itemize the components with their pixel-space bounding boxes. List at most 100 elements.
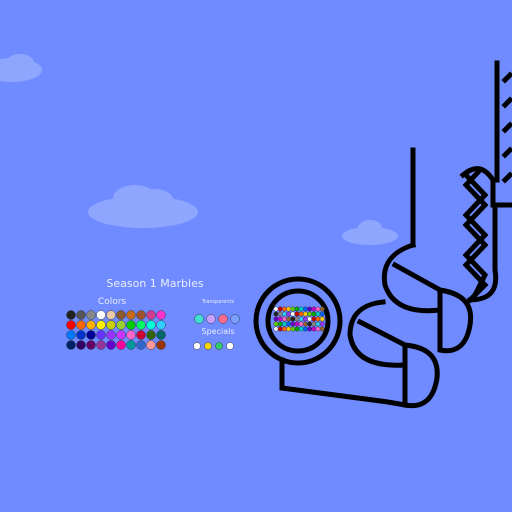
container-marble xyxy=(290,311,296,317)
container-marble xyxy=(307,306,312,312)
transparent-marble-row xyxy=(194,314,240,324)
container-marble xyxy=(273,326,279,332)
special-marble xyxy=(204,342,212,350)
color-marble xyxy=(76,320,86,330)
container-marble xyxy=(290,321,296,327)
color-marble xyxy=(116,320,126,330)
specials-label: Specials xyxy=(201,327,235,336)
container-marble xyxy=(286,311,291,317)
track-curve-top xyxy=(459,166,512,208)
cloud-right xyxy=(342,220,398,245)
color-marble xyxy=(146,340,156,350)
container-marble xyxy=(311,306,317,312)
container-marble xyxy=(311,311,317,317)
color-marble xyxy=(116,330,126,340)
color-marble xyxy=(156,320,166,330)
color-marble xyxy=(96,330,106,340)
container-marble xyxy=(273,311,279,317)
colors-label: Colors xyxy=(97,297,127,307)
track-bowl-lower-right xyxy=(402,342,440,409)
track-bowl-lower xyxy=(347,299,408,368)
container-marble xyxy=(281,321,287,327)
container-marble xyxy=(290,306,296,312)
container-marble xyxy=(281,306,287,312)
container-marble xyxy=(273,316,279,322)
color-marble xyxy=(126,320,136,330)
color-marble xyxy=(76,330,86,340)
color-marble xyxy=(96,320,106,330)
color-marble xyxy=(156,330,166,340)
container-marble xyxy=(294,326,300,332)
container-marble xyxy=(307,321,312,327)
container-marble xyxy=(277,306,283,312)
marble-container-inner xyxy=(265,288,331,354)
container-marble xyxy=(315,306,321,312)
color-marble xyxy=(126,310,136,320)
color-marble xyxy=(146,310,156,320)
container-marble xyxy=(294,316,300,322)
color-marble xyxy=(136,310,146,320)
track-bowl-upper-right xyxy=(437,287,474,354)
color-marble xyxy=(96,340,106,350)
transparent-marble xyxy=(230,314,240,324)
container-marble xyxy=(315,326,321,332)
container-marble xyxy=(281,316,287,322)
container-marble xyxy=(298,316,304,322)
container-marble xyxy=(302,306,308,312)
container-marble xyxy=(286,321,291,327)
color-marble xyxy=(136,340,146,350)
container-marble xyxy=(319,306,325,312)
color-marble xyxy=(106,320,116,330)
container-marble xyxy=(298,326,304,332)
color-marble xyxy=(66,330,76,340)
container-marble xyxy=(290,326,296,332)
cloud-left xyxy=(0,54,42,82)
container-marble xyxy=(286,306,291,312)
color-marble xyxy=(106,340,116,350)
color-marble xyxy=(116,340,126,350)
container-marble xyxy=(294,306,300,312)
container-marble xyxy=(311,316,317,322)
color-marble xyxy=(86,340,96,350)
track-bowl-upper xyxy=(381,241,443,314)
color-marble xyxy=(86,310,96,320)
transparent-marble xyxy=(206,314,216,324)
transparent-marble xyxy=(194,314,204,324)
special-marble-row xyxy=(193,342,234,350)
color-marble xyxy=(156,310,166,320)
marble-container-outer xyxy=(253,276,343,366)
color-marble xyxy=(156,340,166,350)
container-marble xyxy=(281,326,287,332)
special-marble xyxy=(215,342,223,350)
container-marble xyxy=(307,316,312,322)
color-marble xyxy=(66,310,76,320)
color-marble xyxy=(106,330,116,340)
container-marble xyxy=(298,311,304,317)
container-marble xyxy=(302,326,308,332)
special-marble xyxy=(226,342,234,350)
container-marble xyxy=(286,316,291,322)
container-marble xyxy=(302,321,308,327)
color-marble xyxy=(116,310,126,320)
color-marble xyxy=(146,330,156,340)
container-marble xyxy=(315,311,321,317)
container-marble xyxy=(311,321,317,327)
container-marble xyxy=(277,321,283,327)
color-marble xyxy=(66,340,76,350)
container-marble xyxy=(307,311,312,317)
color-marble xyxy=(86,330,96,340)
transparent-marble xyxy=(218,314,228,324)
cloud-middle xyxy=(88,185,198,228)
color-marble xyxy=(86,320,96,330)
container-marble xyxy=(273,306,279,312)
title-text: Season 1 Marbles xyxy=(106,277,204,290)
container-marble xyxy=(319,326,325,332)
container-marble xyxy=(302,311,308,317)
track-zigzag-right xyxy=(462,171,489,299)
track-bottom-rail xyxy=(279,357,408,408)
color-marble xyxy=(126,340,136,350)
container-marble xyxy=(290,316,296,322)
container-marble xyxy=(307,326,312,332)
marble-track xyxy=(253,60,512,409)
